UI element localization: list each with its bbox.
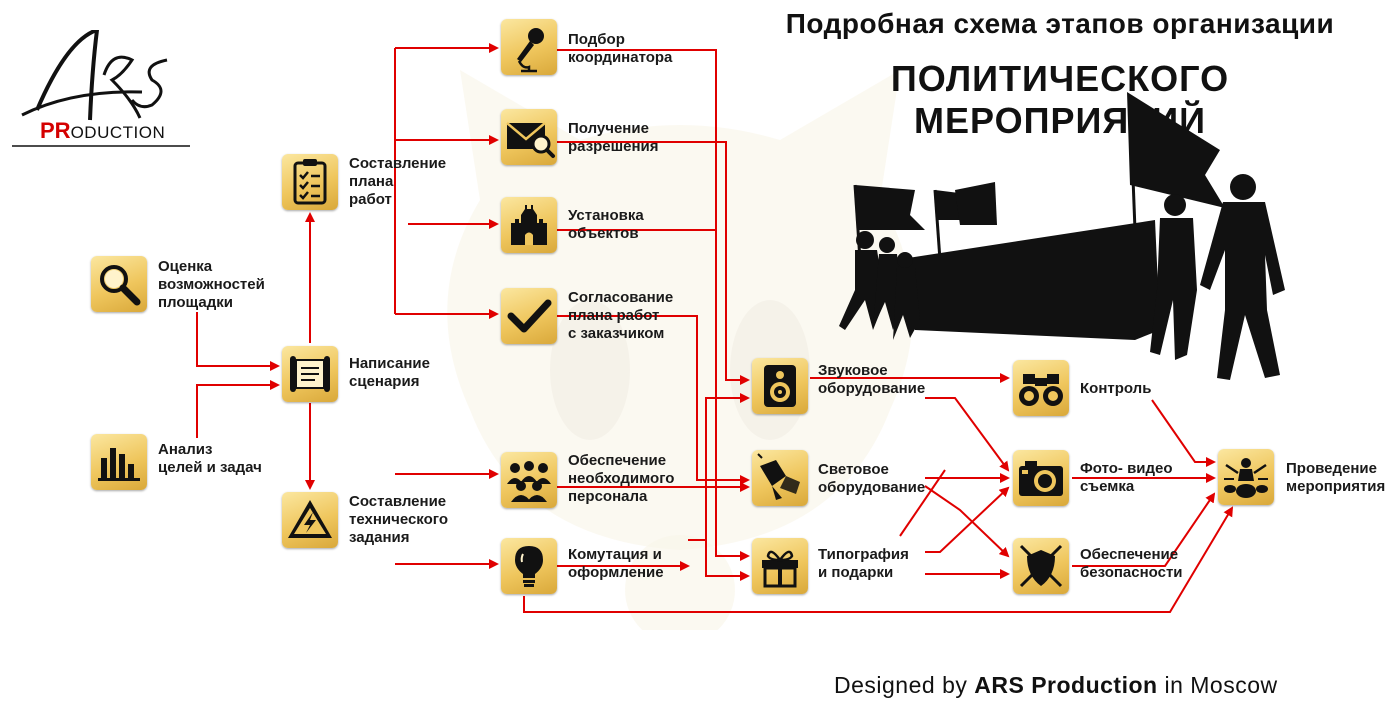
arrow-security-to-event bbox=[1072, 492, 1216, 567]
arrow-switching-to-event bbox=[523, 506, 1234, 613]
ars-logo-script bbox=[12, 27, 190, 147]
arrow-lighting-to-security bbox=[924, 485, 1010, 558]
arrow-switching-to-printing bbox=[705, 540, 750, 581]
camera-icon bbox=[1013, 450, 1069, 506]
arrow-printing-to-photo bbox=[925, 486, 1010, 553]
arrow-permits-out bbox=[557, 141, 750, 385]
clipboard-icon bbox=[282, 154, 338, 210]
checkmark-icon bbox=[501, 288, 557, 344]
ars-production-logo: PRODUCTION bbox=[12, 27, 192, 150]
bar-chart-icon bbox=[91, 434, 147, 490]
warning-icon bbox=[282, 492, 338, 548]
logo-wordmark: PRODUCTION bbox=[40, 118, 166, 143]
arrow-sound-to-photo bbox=[925, 397, 1010, 472]
node-control-label: Контроль bbox=[1080, 380, 1152, 397]
microphone-icon bbox=[501, 19, 557, 75]
castle-icon bbox=[501, 197, 557, 253]
background-cat-watermark bbox=[447, 70, 913, 630]
shield-swords-icon bbox=[1013, 538, 1069, 594]
arrow-crossing bbox=[899, 469, 946, 537]
arrow-analysis-to-script bbox=[196, 380, 280, 438]
page-title-line1: Подробная схема этапов организации bbox=[785, 8, 1335, 39]
arrow-staff-to-sound bbox=[688, 393, 750, 541]
magnifier-icon bbox=[91, 256, 147, 312]
spotlight-icon bbox=[752, 450, 808, 506]
scroll-icon bbox=[282, 346, 338, 402]
footer-credit: Designed by ARS Production in Moscow bbox=[834, 672, 1278, 698]
arrow-approval-out bbox=[557, 315, 750, 485]
envelope-search-icon bbox=[501, 109, 557, 165]
protest-crowd-silhouette bbox=[839, 92, 1285, 380]
binoculars-icon bbox=[1013, 360, 1069, 416]
lightbulb-icon bbox=[501, 538, 557, 594]
arrow-coordinators-out bbox=[557, 49, 750, 561]
arrow-assessment-to-script bbox=[196, 312, 280, 371]
speaker-icon bbox=[752, 358, 808, 414]
drummer-icon bbox=[1218, 449, 1274, 505]
arrow-control-to-event bbox=[1151, 399, 1216, 467]
people-icon bbox=[501, 452, 557, 508]
gift-icon bbox=[752, 538, 808, 594]
